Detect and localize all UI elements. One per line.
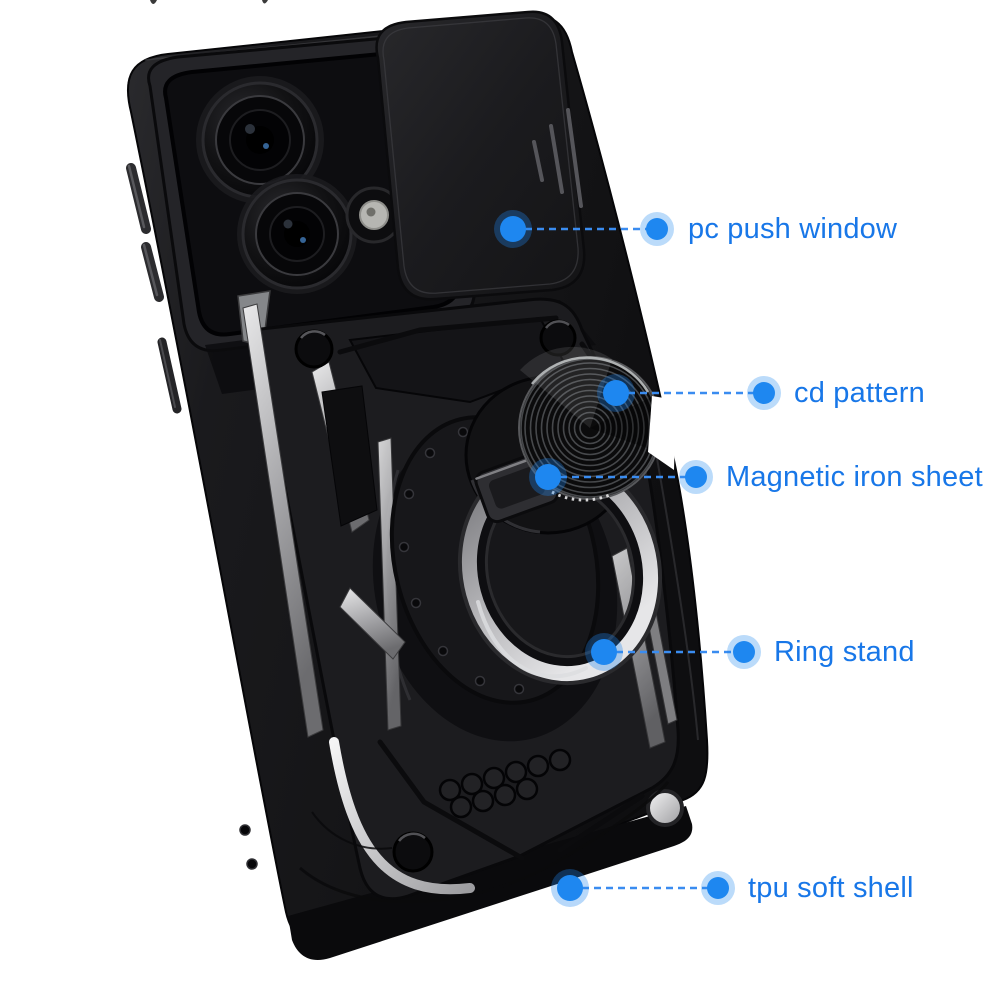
callout-label-dot xyxy=(707,877,729,899)
callout-ring-stand: Ring stand xyxy=(585,633,915,671)
callout-marker-dot xyxy=(591,639,617,665)
callout-marker-dot xyxy=(557,875,583,901)
callout-pc-push-window: pc push window xyxy=(494,210,898,248)
callout-marker-dot xyxy=(603,380,629,406)
push-window-panel xyxy=(375,10,586,301)
ring-clasp xyxy=(474,451,560,524)
callout-label-ring-stand: Ring stand xyxy=(774,636,915,668)
corner-screws xyxy=(294,319,684,873)
callout-label-dot xyxy=(753,382,775,404)
callout-magnetic-iron-sheet: Magnetic iron sheet xyxy=(529,458,983,496)
callout-cd-pattern: cd pattern xyxy=(597,374,925,412)
case-bottom-face xyxy=(288,806,693,960)
cropped-text-remnants xyxy=(150,0,268,4)
shell-seams xyxy=(299,781,670,904)
callout-label-pc-push-window: pc push window xyxy=(688,213,898,245)
side-buttons xyxy=(126,163,182,414)
camera-lens-top xyxy=(196,76,324,204)
callout-label-dot xyxy=(646,218,668,240)
callout-marker-dot xyxy=(535,464,561,490)
callout-label-tpu-soft-shell: tpu soft shell xyxy=(748,872,914,904)
callout-label-magnetic-iron-sheet: Magnetic iron sheet xyxy=(726,461,983,493)
callout-label-dot xyxy=(733,641,755,663)
callout-tpu-soft-shell: tpu soft shell xyxy=(551,869,914,907)
callout-marker-dot xyxy=(500,216,526,242)
camera-lens-bottom xyxy=(237,174,357,294)
grip-lines xyxy=(532,108,583,208)
callout-label-dot xyxy=(685,466,707,488)
phone-case-illustration xyxy=(126,10,709,960)
right-edge-highlight xyxy=(651,429,699,741)
port-holes xyxy=(239,824,258,870)
callout-label-cd-pattern: cd pattern xyxy=(794,377,925,409)
honeycomb-pattern xyxy=(438,748,572,819)
disc-notch xyxy=(648,396,676,470)
